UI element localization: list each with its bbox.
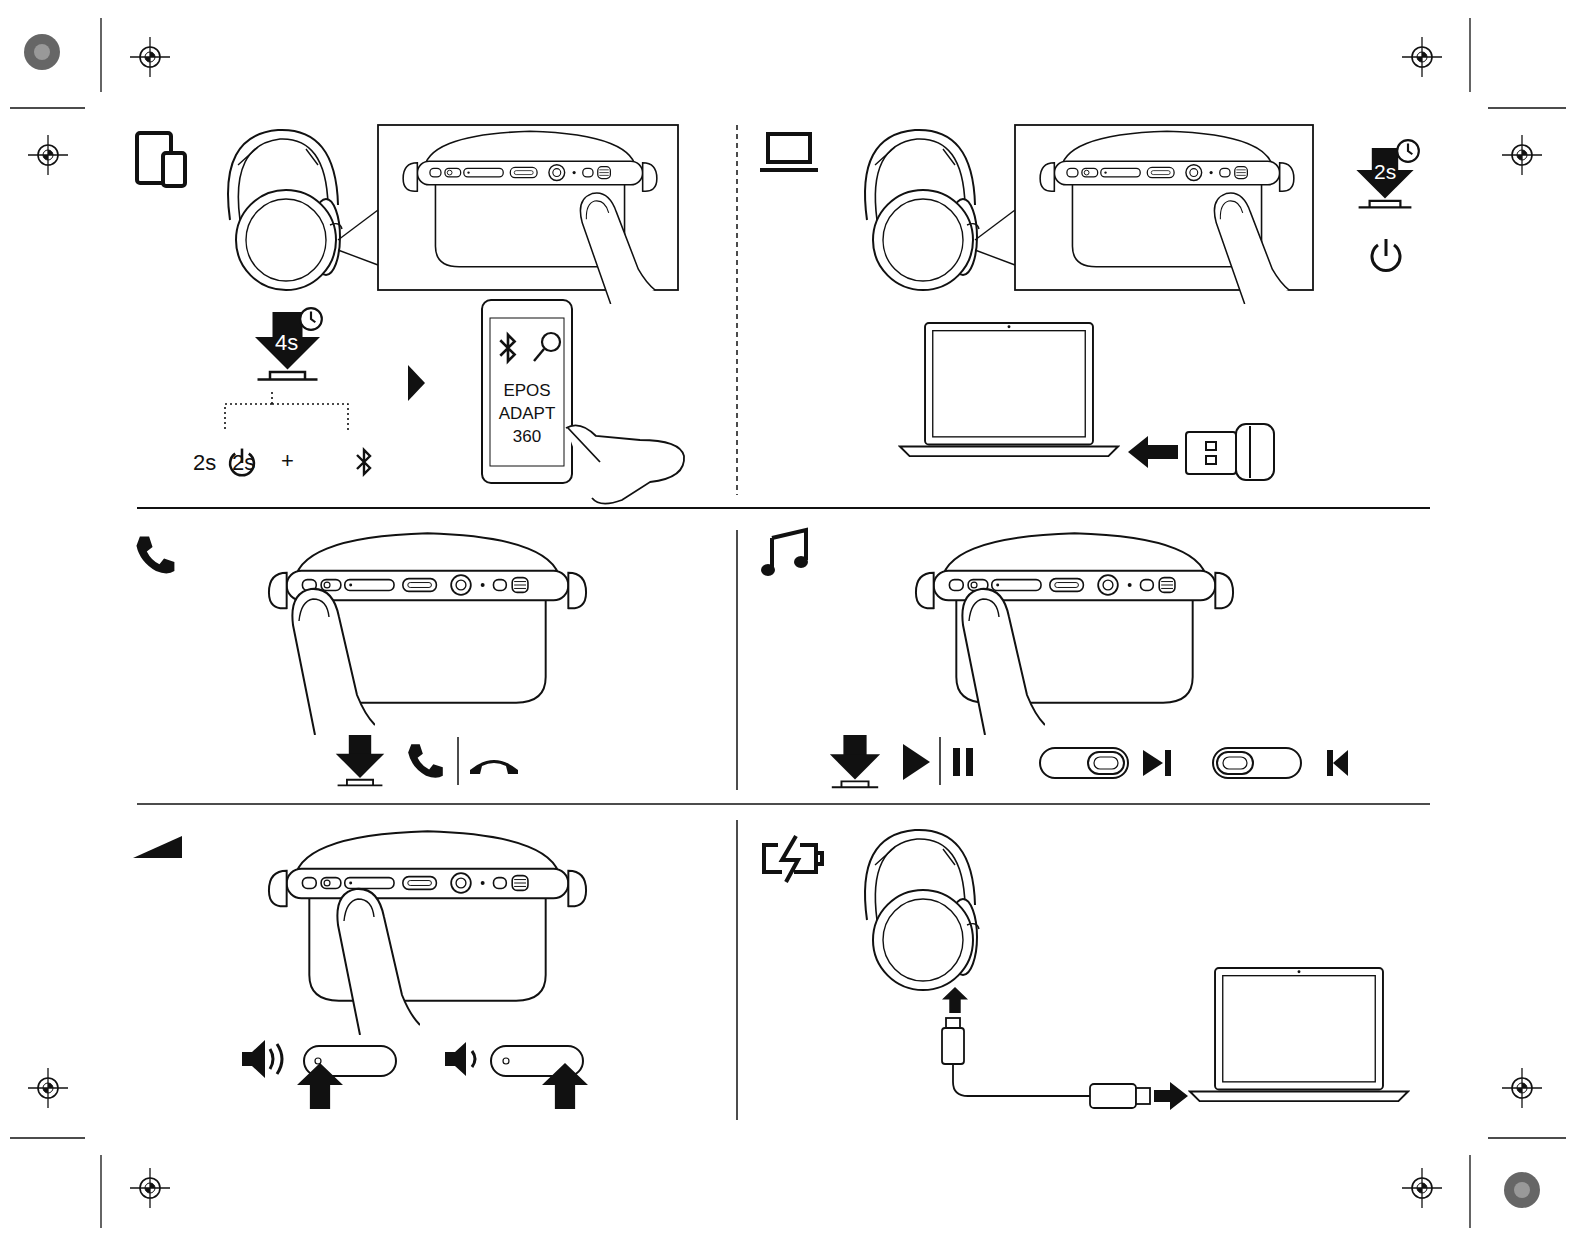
phone-screen: EPOS ADAPT 360: [487, 380, 567, 449]
dongle: [1186, 424, 1274, 480]
press-duration: 4s: [275, 332, 298, 354]
press-duration: 2s: [193, 452, 216, 474]
charging-icon: [764, 836, 822, 882]
device-icon: [137, 133, 185, 186]
laptop-icon: [760, 134, 818, 170]
plus-sign: +: [281, 450, 294, 472]
press-duration: 2s: [232, 452, 255, 474]
press-duration: 2s: [1374, 161, 1396, 182]
device-name: EPOS ADAPT 360: [487, 380, 567, 449]
